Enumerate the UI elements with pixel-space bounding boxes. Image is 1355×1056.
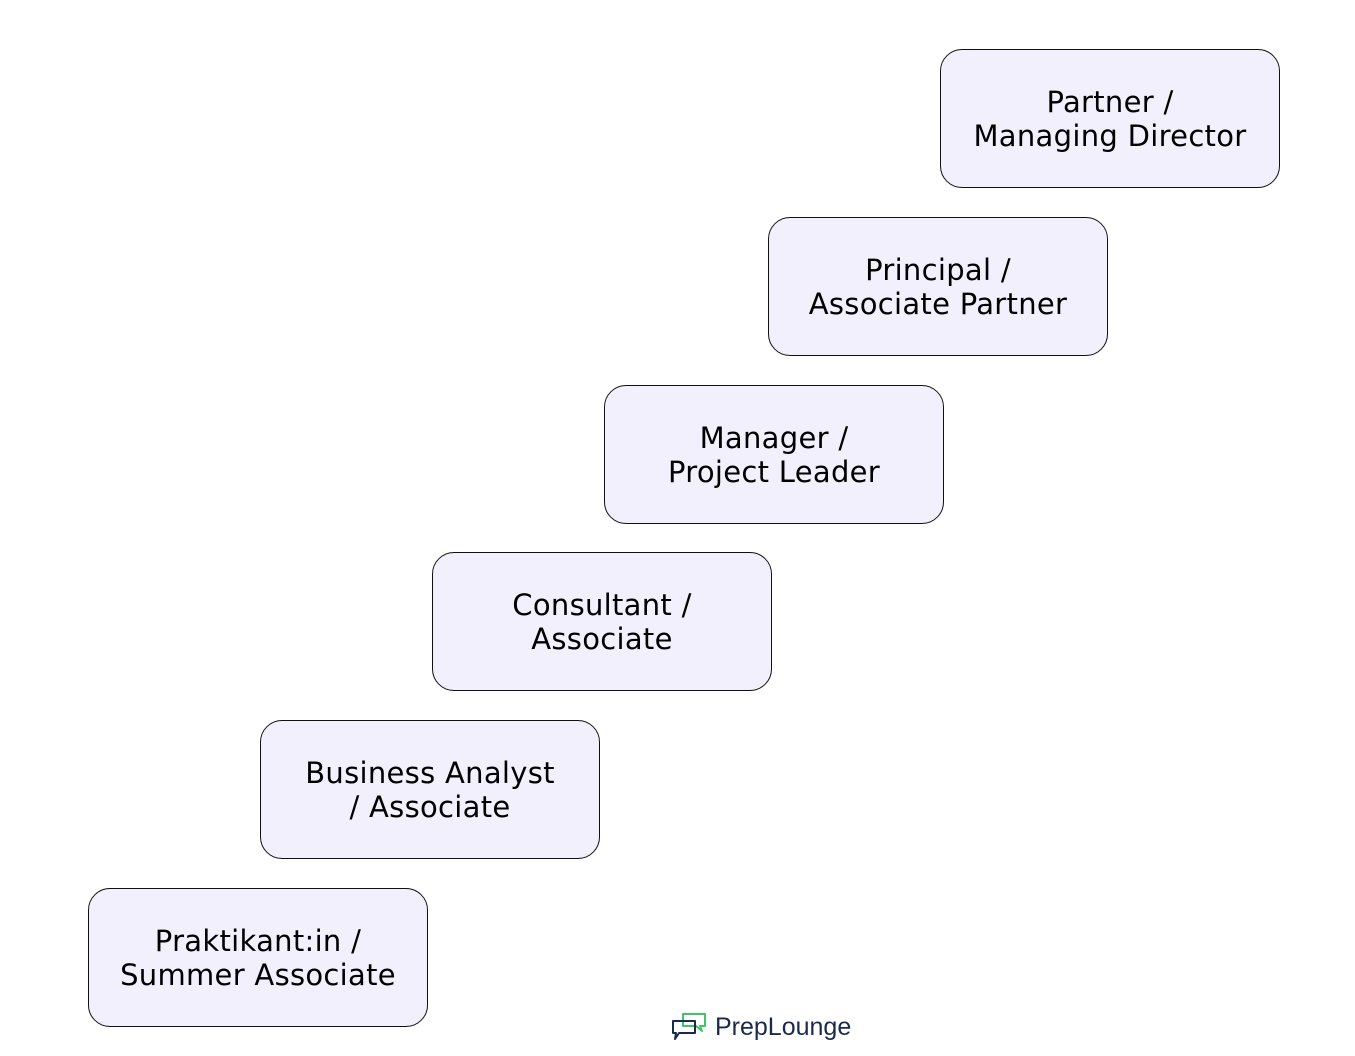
- step-line-1: Business Analyst: [305, 755, 555, 790]
- career-step-principal: Principal / Associate Partner: [768, 217, 1108, 356]
- chat-bubbles-icon: [672, 1013, 706, 1040]
- career-step-business-analyst: Business Analyst / Associate: [260, 720, 600, 859]
- step-line-2: / Associate: [349, 789, 511, 824]
- step-line-1: Manager /: [699, 420, 849, 455]
- step-line-2: Managing Director: [973, 118, 1247, 153]
- step-line-2: Project Leader: [667, 454, 881, 489]
- step-line-2: Associate: [531, 621, 673, 656]
- career-step-manager: Manager / Project Leader: [604, 385, 944, 524]
- step-line-1: Consultant /: [512, 587, 692, 622]
- step-line-1: Principal /: [865, 252, 1011, 287]
- career-step-praktikant: Praktikant:in / Summer Associate: [88, 888, 428, 1027]
- step-line-2: Associate Partner: [808, 286, 1068, 321]
- step-line-1: Partner /: [1046, 84, 1174, 119]
- career-step-consultant: Consultant / Associate: [432, 552, 772, 691]
- step-line-1: Praktikant:in /: [154, 923, 362, 958]
- career-step-partner: Partner / Managing Director: [940, 49, 1280, 188]
- preplounge-logo: PrepLounge: [671, 1012, 851, 1042]
- logo-text: PrepLounge: [715, 1012, 852, 1041]
- step-line-2: Summer Associate: [120, 957, 396, 992]
